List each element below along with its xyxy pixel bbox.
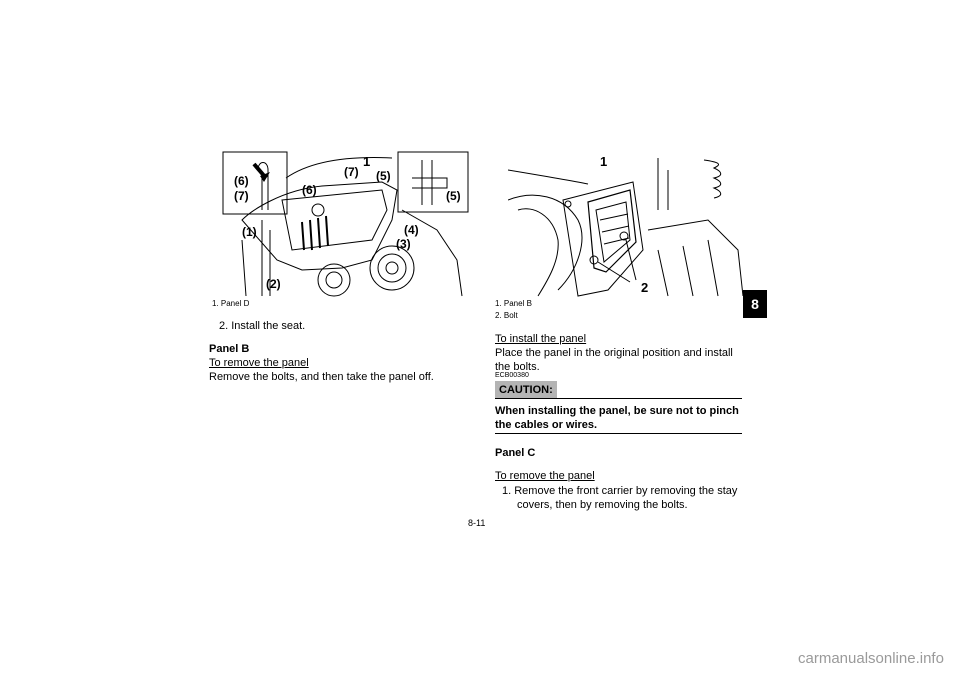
bolt-caption: 2. Bolt <box>495 311 518 320</box>
panel-d-caption: 1. Panel D <box>212 299 250 308</box>
remove-panel-heading: To remove the panel <box>209 357 309 369</box>
caution-text: the cables or wires. <box>495 419 598 431</box>
caution-top-rule <box>495 398 742 399</box>
panel-b-illustration: 1 2 <box>508 154 744 297</box>
step-install-seat: 2. Install the seat. <box>219 320 306 332</box>
fig-label: (7) <box>344 165 359 179</box>
step-remove-carrier: 1. Remove the front carrier by removing … <box>502 485 738 497</box>
panel-d-illustration: (6) (7) (1) (2) (6) (7) 1 (5) (5) (4) (3… <box>222 151 469 297</box>
page-number: 8-11 <box>468 518 486 528</box>
fig-label: (1) <box>242 225 257 239</box>
install-panel-heading: To install the panel <box>495 333 587 345</box>
watermark: carmanualsonline.info <box>798 650 944 667</box>
caution-code: ECB00380 <box>495 372 529 379</box>
panel-b-caption: 1. Panel B <box>495 299 532 308</box>
fig-label: (2) <box>266 277 281 291</box>
caution-label: CAUTION: <box>495 381 557 399</box>
install-panel-text: the bolts. <box>495 361 540 373</box>
fig-label: (6) <box>302 183 317 197</box>
remove-panel-text: Remove the bolts, and then take the pane… <box>209 371 434 383</box>
caution-bottom-rule <box>495 433 742 434</box>
fig-label: (4) <box>404 223 419 237</box>
fig-label: 2 <box>641 280 648 295</box>
fig-label: 1 <box>363 154 370 169</box>
panel-c-heading: Panel C <box>495 447 536 459</box>
remove-panel-heading: To remove the panel <box>495 470 595 482</box>
fig-label: (5) <box>446 189 461 203</box>
caution-badge: CAUTION: <box>495 380 557 399</box>
panel-b-heading: Panel B <box>209 343 250 355</box>
fig-label: (5) <box>376 169 391 183</box>
fig-label: (3) <box>396 237 411 251</box>
caution-text: When installing the panel, be sure not t… <box>495 405 739 417</box>
install-panel-text: Place the panel in the original position… <box>495 347 733 359</box>
fig-label: (6) <box>234 174 249 188</box>
fig-label: (7) <box>234 189 249 203</box>
chapter-tab: 8 <box>743 290 767 318</box>
fig-label: 1 <box>600 154 607 169</box>
step-remove-carrier: covers, then by removing the bolts. <box>517 499 688 511</box>
